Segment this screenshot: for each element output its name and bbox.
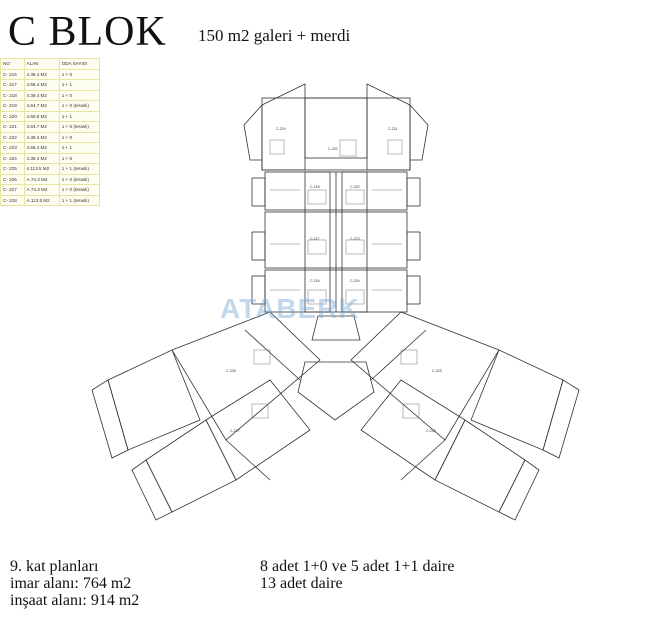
sw-wing-lower: [205, 379, 311, 481]
unit-rooms: 1 + 0 (teraslı): [58, 173, 101, 185]
balcony-r3: [406, 275, 421, 305]
wc-6: [345, 289, 365, 305]
unit-label: C-220: [328, 147, 338, 151]
unit-label: C-226: [426, 429, 436, 433]
unit-total: 13 adet daire: [260, 575, 343, 592]
wc-n1: [269, 139, 285, 155]
north-unit-center: [304, 97, 368, 159]
unit-label: C-228: [226, 369, 236, 373]
unit-rooms: 1 + 1: [58, 142, 101, 154]
floor-info: 9. kat planları imar alanı: 764 m2 inşaa…: [10, 558, 139, 609]
unit-label: C-219: [276, 127, 286, 131]
right-service-core: [341, 171, 368, 313]
sw-wing-upper: [171, 311, 321, 441]
unit-rooms: 1 + 1 (teraslı): [58, 194, 101, 206]
construction-area: inşaat alanı: 914 m2: [10, 592, 140, 609]
balcony-l1: [251, 177, 266, 207]
unit-rooms: 1 + 0: [58, 152, 101, 164]
se-wall-1: [370, 329, 427, 381]
se-wall-2: [400, 439, 446, 481]
unit-label: C-217: [310, 237, 320, 241]
wc-sw1: [253, 349, 271, 365]
sw-balcony-2: [131, 459, 173, 521]
se-wing-upper: [350, 311, 500, 441]
wc-n3: [339, 139, 357, 157]
se-balcony-2: [498, 459, 540, 521]
sw-terrace-1: [107, 349, 201, 451]
unit-rooms: 1 + 0 (teraslı): [58, 184, 101, 196]
north-wing: [261, 97, 411, 171]
wc-3: [307, 239, 327, 255]
wc-sw2: [251, 403, 269, 419]
block-subtitle: 150 m2 galeri + merdi: [198, 26, 351, 45]
floor-plan-label: 9. kat planları: [10, 558, 99, 575]
unit-summary: 8 adet 1+0 ve 5 adet 1+1 daire 13 adet d…: [260, 558, 454, 592]
se-balcony-1: [542, 379, 580, 459]
unit-breakdown: 8 adet 1+0 ve 5 adet 1+1 daire: [260, 558, 455, 575]
unit-label: C-224: [350, 279, 360, 283]
se-wing-lower: [360, 379, 466, 481]
sw-wall-1: [244, 329, 301, 381]
balcony-l2: [251, 231, 266, 261]
block-title: C BLOK: [8, 9, 167, 55]
wc-se1: [400, 349, 418, 365]
balcony-r2: [406, 231, 421, 261]
unit-label: C-216: [310, 279, 320, 283]
unit-rooms: 1 + 1 (teraslı): [58, 163, 101, 175]
plan-walls: [91, 83, 580, 521]
north-balcony-left: [243, 103, 263, 161]
sw-balcony-1: [91, 379, 129, 459]
unit-label: C-225: [432, 369, 442, 373]
wc-2: [345, 189, 365, 205]
north-balcony-right: [409, 103, 429, 161]
lobby: [311, 315, 361, 341]
left-service-core: [304, 171, 331, 313]
unit-label: C-223: [350, 237, 360, 241]
unit-rooms: 1 + 0 (teraslı): [58, 121, 101, 133]
unit-label: C-221: [388, 127, 398, 131]
unit-rooms: 1 + 0: [58, 131, 101, 143]
wc-5: [307, 289, 327, 305]
wc-n2: [387, 139, 403, 155]
sw-wall-2: [225, 439, 271, 481]
unit-label: C-218: [310, 185, 320, 189]
balcony-r1: [406, 177, 421, 207]
unit-label: C-227: [230, 429, 240, 433]
unit-label: C-222: [350, 185, 360, 189]
plan-details: [251, 139, 420, 419]
zoning-area: imar alanı: 764 m2: [10, 575, 132, 592]
balcony-l3: [251, 275, 266, 305]
watermark: ATABERK: [220, 293, 360, 324]
wc-4: [345, 239, 365, 255]
central-hall: [297, 361, 375, 421]
se-terrace-1: [470, 349, 564, 451]
wc-se2: [402, 403, 420, 419]
wc-1: [307, 189, 327, 205]
unit-labels: C-220 C-219 C-221 C-218 C-222 C-217 C-22…: [226, 127, 442, 433]
